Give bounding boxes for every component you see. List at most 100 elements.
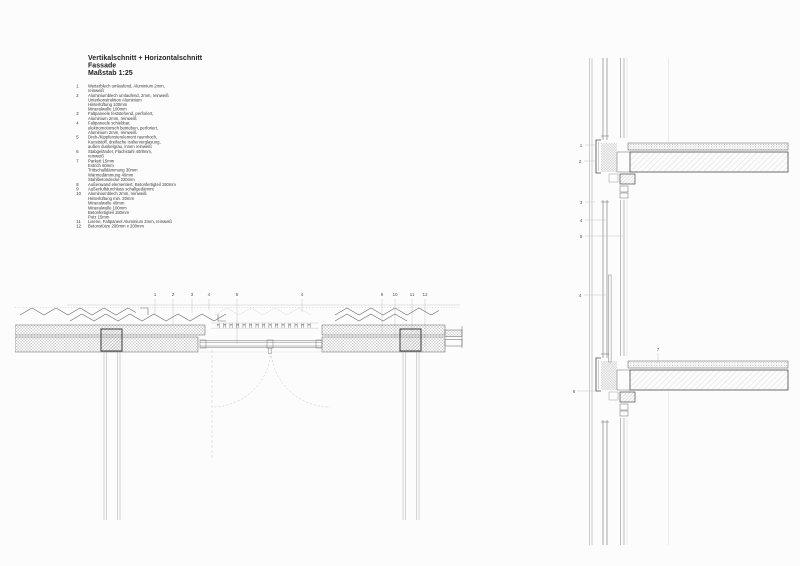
legend-line: Aluminium 2mm, reinweiß — [88, 130, 137, 136]
legend-item-number: 2 — [76, 92, 79, 98]
legend-line: Trittschalldämmung 30mm — [88, 167, 138, 173]
legend-item-number: 3 — [76, 111, 79, 117]
callout-label: 4 — [580, 218, 583, 223]
legend-item: 11 Lisene, Faltpaneel Aluminium 2mm, rei… — [76, 219, 340, 225]
legend-line: Wärmedämmung 40mm — [88, 172, 134, 178]
legend-item: 3 Faltpaneele feststehend, perforiert, A… — [76, 111, 340, 121]
legend-line: Mineralwolle 100mm — [88, 205, 127, 210]
legend-line: elektromotorisch betrieben, perforiert, — [88, 125, 159, 131]
legend-item-number: 6 — [76, 148, 79, 154]
horizontal-section-drawing: 1 2 3 4 5 4 9 10 11 12 — [15, 292, 463, 520]
legend-item-number: 1 — [76, 83, 79, 89]
callout-label: 4 — [579, 293, 582, 298]
plan-door-swing — [211, 347, 331, 458]
callout-label: 3 — [191, 292, 194, 297]
legend-item: 2 Aluminiumblech umlaufend, 2mm, reinwei… — [76, 92, 340, 112]
callout-label: 1 — [154, 292, 157, 297]
section-callout-leaders — [577, 144, 659, 392]
plan-railing — [211, 322, 319, 329]
legend-item: 12 Betonstütze 200mm x 200mm — [76, 223, 340, 229]
plan-callouts: 1 2 3 4 5 4 9 10 11 12 — [154, 292, 428, 297]
legend-line: Stahlbetondecke 220mm — [88, 176, 135, 182]
section-facade-lines — [589, 58, 593, 545]
legend-item: 5 Dreh-/Kippfensterelement raumhoch, Kun… — [76, 134, 340, 150]
title-line-2: Fassade — [88, 61, 117, 70]
title-line-1: Vertikalschnitt + Horizontalschnitt — [88, 54, 203, 62]
legend-line: Mineralwolle 40mm — [88, 200, 125, 206]
plan-column-right — [399, 328, 422, 352]
legend-item-number: 8 — [76, 181, 79, 187]
legend-item-number: 12 — [76, 223, 81, 229]
legend-line: Faltpaneele schiebbar, — [88, 120, 131, 126]
callout-label: 12 — [422, 292, 428, 297]
legend-line: Putz 15mm — [88, 214, 110, 220]
title-block: Vertikalschnitt + Horizontalschnitt Fass… — [76, 54, 340, 229]
section-slab-top — [595, 139, 789, 199]
vertical-section-drawing: 1 2 3 4 5 4 7 6 — [573, 58, 789, 545]
legend-line: Parkett 15mm — [88, 158, 115, 164]
legend-item: 1 Wetterblech umlaufend, Aluminium 2mm, … — [76, 83, 340, 93]
legend-line: Mineralwolle 100mm — [88, 106, 127, 112]
legend-item-number: 7 — [76, 158, 79, 164]
legend-line: Unterkonstruktion Aluminium — [88, 97, 142, 103]
legend-line: Hinterlüftung min. 20mm — [88, 195, 134, 201]
legend-item: 6 Stabgeländer, Flachstahl 40/8mm, reinw… — [76, 148, 340, 159]
legend-item: 8 Außenwand elementiert, Betonfertigteil… — [76, 181, 340, 187]
legend-line: Stabgeländer, Flachstahl 40/8mm, — [88, 148, 153, 154]
legend-item-number: 9 — [76, 186, 79, 192]
legend-line: Aluminiumblech umlaufend, 2mm, reinweiß — [88, 92, 169, 98]
legend-line: Wetterblech umlaufend, Aluminium 2mm, — [88, 83, 165, 89]
legend-line: Betonstütze 200mm x 200mm — [88, 223, 145, 229]
legend-line: Aluminiumblech 2mm, reinweiß — [88, 190, 147, 196]
drawing-title: Vertikalschnitt + Horizontalschnitt Fass… — [88, 54, 340, 77]
legend-item: 4 Faltpaneele schiebbar, elektromotorisc… — [76, 120, 340, 136]
callout-label: 4 — [208, 292, 211, 297]
plan-folding-panels — [19, 307, 440, 322]
section-callouts: 1 2 3 4 5 4 7 6 — [573, 143, 660, 394]
legend-line: Dreh-/Kippfensterelement raumhoch, — [88, 134, 158, 140]
legend-line: Aluminium 2mm, reinweiß — [88, 116, 137, 121]
callout-label: 6 — [573, 389, 576, 394]
legend-line: reinweiß — [88, 153, 104, 159]
legend-line: Lisene, Faltpaneel Aluminium 2mm, reinwe… — [88, 219, 172, 225]
callout-label: 2 — [172, 292, 175, 297]
section-slab-bottom — [595, 357, 789, 417]
section-window-lines — [620, 58, 628, 545]
legend-item-number: 5 — [76, 134, 79, 140]
legend-item-number: 10 — [76, 190, 81, 196]
callout-label: 5 — [580, 234, 583, 239]
callout-label: 1 — [580, 143, 583, 148]
plan-partition-left — [103, 352, 121, 520]
legend-item-number: 11 — [76, 219, 81, 225]
callout-label: 11 — [410, 292, 415, 297]
legend-line: reinweiß — [88, 87, 104, 93]
legend-line: Betonfertigteil 150mm — [88, 209, 130, 215]
legend-line: Estrich 60mm — [88, 162, 114, 168]
plan-column-left — [100, 328, 123, 352]
legend-line: Faltpaneele feststehend, perforiert, — [88, 111, 154, 117]
legend-line: Außenluftdurchlass schallgedämmt — [88, 186, 154, 192]
scale-label: Maßstab 1:25 — [88, 69, 133, 77]
section-panel-lines — [601, 58, 609, 545]
legend-line: Kunststoff, dreifache Isolierverglasung, — [88, 139, 161, 145]
callout-label: 3 — [580, 200, 583, 205]
legend-item-number: 4 — [76, 120, 79, 126]
legend-item: 10 Aluminiumblech 2mm, reinweiß Hinterlü… — [76, 190, 340, 220]
plan-wall-right — [321, 324, 446, 353]
callout-label: 5 — [236, 292, 239, 297]
legend-line: Außenwand elementiert, Betonfertigteil 1… — [88, 181, 176, 187]
legend-line: Hinterlüftung 100mm — [88, 101, 128, 107]
section-railing-bar — [608, 274, 612, 363]
callout-label: 4 — [301, 292, 304, 297]
callout-label: 9 — [381, 292, 384, 297]
plan-right-end-detail — [444, 326, 463, 348]
legend-item: 7 Parkett 15mm Estrich 60mm Trittschalld… — [76, 158, 340, 182]
callout-label: 2 — [579, 159, 582, 164]
callout-label: 10 — [392, 292, 398, 297]
plan-window-frame — [198, 339, 323, 354]
callout-label: 7 — [657, 347, 660, 352]
legend-line: außen dunkelgrau, innen reinweiß — [88, 144, 152, 150]
legend: 1 Wetterblech umlaufend, Aluminium 2mm, … — [76, 83, 340, 229]
plan-partition-right — [402, 352, 420, 520]
